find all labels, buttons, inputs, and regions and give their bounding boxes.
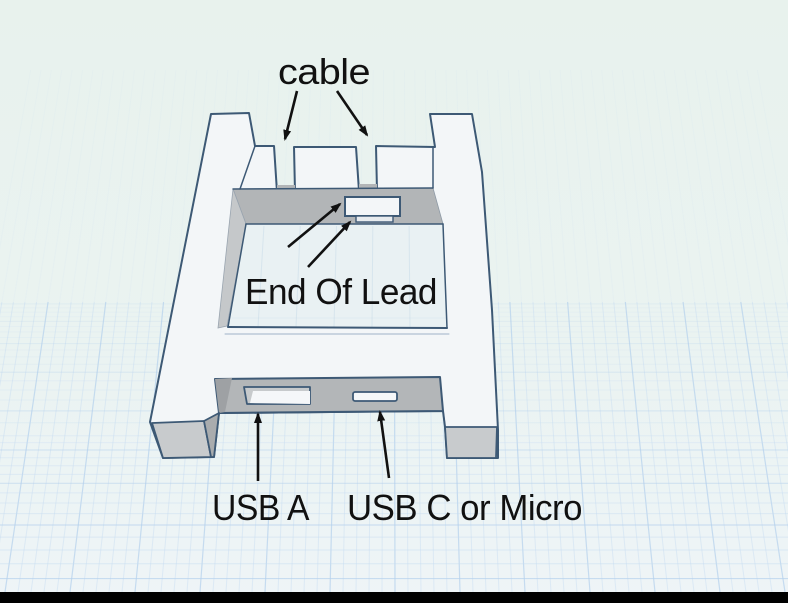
usb-c-arrow [377,410,391,479]
cable-holder-model[interactable] [149,112,499,459]
label-usb-c[interactable]: USB C or Micro [347,487,583,528]
model-legs [151,412,498,459]
cable-arrow-right [335,90,369,137]
usb-c-slot[interactable] [352,391,398,402]
end-of-lead-tab[interactable] [344,196,401,223]
frame-window-opening [228,224,447,328]
right-leg-front-face [444,426,498,459]
label-end-of-lead[interactable]: End Of Lead [245,271,438,312]
label-cable[interactable]: cable [278,51,371,92]
workplane-grid [0,69,788,593]
left-leg-front-face [151,420,212,459]
cable-arrow-left [283,90,299,141]
window-grid-lines [232,225,446,328]
end-of-lead-arrow-upper [287,202,342,249]
bottom-bar-end-cap [215,378,232,413]
end-of-lead-arrow-lower [307,220,352,268]
usb-a-slot[interactable] [243,386,311,405]
cable-notch-right [359,184,377,191]
bottom-letterbox-bar [0,592,788,603]
left-leg-side-face [203,412,220,458]
frame-inner-left-wall [217,188,247,329]
cable-arrows [283,90,369,141]
end-of-lead-arrows [287,202,352,268]
annotations: cable End Of Lead USB A USB C or Micro [212,51,583,528]
label-usb-a[interactable]: USB A [212,487,310,528]
